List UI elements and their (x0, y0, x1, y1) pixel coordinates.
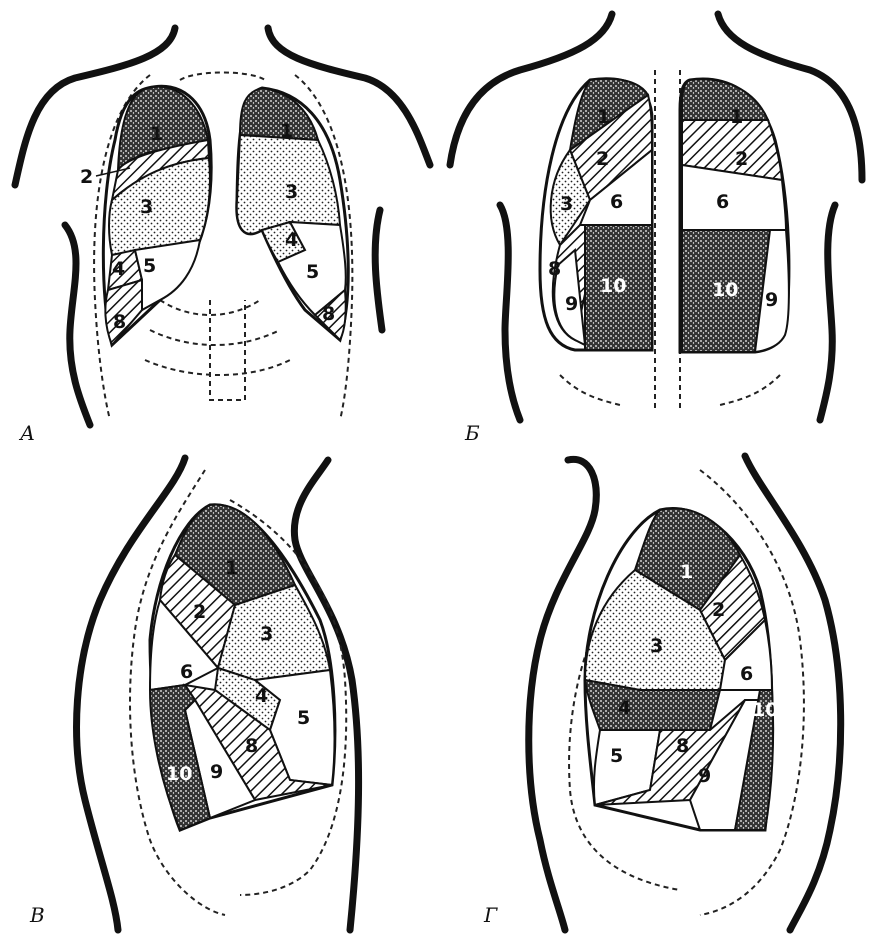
seg-label: 4 (255, 685, 268, 707)
seg-label: 3 (260, 623, 273, 645)
seg-label: 2 (80, 166, 93, 188)
panel-b-arm-right (820, 205, 835, 420)
seg-label: 10 (712, 279, 738, 301)
seg-label: 2 (735, 148, 748, 170)
panel-letter-b: Б (464, 421, 480, 445)
seg-label: 1 (680, 561, 693, 583)
panel-b (450, 14, 862, 420)
seg-label: 4 (285, 229, 298, 251)
seg-label: 10 (752, 699, 778, 721)
seg-label: 8 (245, 735, 258, 757)
panel-letter-a: А (18, 421, 35, 445)
seg-label: 3 (560, 193, 573, 215)
seg-label: 9 (698, 765, 711, 787)
seg-label: 6 (610, 191, 623, 213)
seg-label: 10 (600, 275, 626, 297)
seg-label: 8 (113, 311, 126, 333)
seg-label: 9 (765, 289, 778, 311)
seg-label: 9 (565, 293, 578, 315)
seg-label: 9 (210, 761, 223, 783)
panel-b-arm-left (500, 205, 520, 420)
seg-label: 8 (548, 258, 561, 280)
panel-v (77, 458, 359, 930)
seg-label: 1 (150, 123, 163, 145)
panel-letter-g: Г (483, 903, 498, 927)
seg-label: 3 (650, 635, 663, 657)
seg-label: 5 (306, 261, 319, 283)
seg-label: 5 (143, 255, 156, 277)
seg-label: 3 (140, 196, 153, 218)
seg-label: 6 (180, 661, 193, 683)
seg-b-r1 (682, 79, 768, 120)
seg-label: 5 (297, 707, 310, 729)
seg-label: 1 (730, 106, 743, 128)
seg-label: 2 (596, 148, 609, 170)
seg-label: 6 (716, 191, 729, 213)
seg-label: 4 (112, 258, 125, 280)
panel-g (529, 456, 841, 930)
seg-label: 4 (618, 697, 631, 719)
panel-a (15, 28, 430, 425)
panel-a-arm-left (65, 225, 90, 425)
seg-label: 2 (712, 599, 725, 621)
panel-a-arm-right (375, 210, 382, 330)
seg-label: 1 (280, 120, 293, 142)
seg-label: 1 (597, 106, 610, 128)
seg-label: 8 (676, 735, 689, 757)
seg-label: 8 (322, 303, 335, 325)
panel-a-ribs (145, 300, 290, 400)
seg-label: 1 (225, 557, 238, 579)
seg-label: 6 (740, 663, 753, 685)
seg-label: 2 (193, 601, 206, 623)
seg-label: 3 (285, 181, 298, 203)
seg-label: 10 (166, 763, 192, 785)
seg-label: 5 (610, 745, 623, 767)
panel-letter-v: В (29, 903, 45, 927)
seg-a-l1 (240, 88, 318, 140)
